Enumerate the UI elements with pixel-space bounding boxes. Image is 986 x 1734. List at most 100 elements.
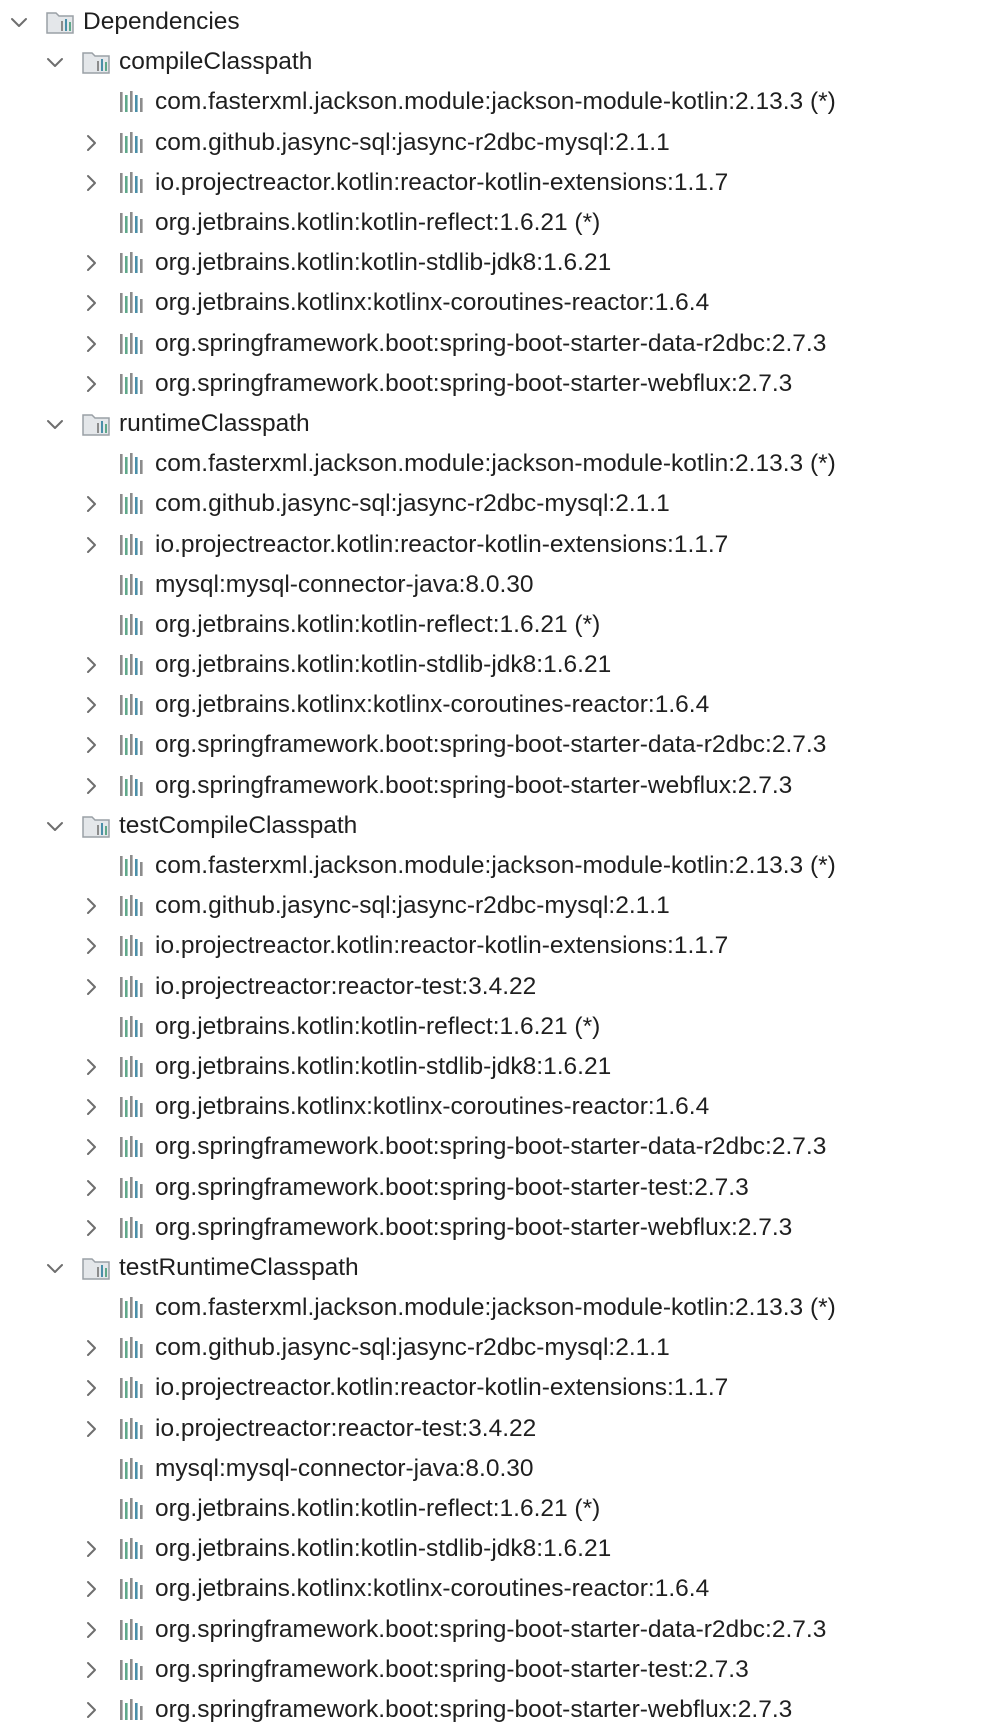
dependency-node-label: com.github.jasync-sql:jasync-r2dbc-mysql… <box>155 1334 670 1362</box>
chevron-right-icon[interactable] <box>80 1177 102 1199</box>
chevron-right-icon[interactable] <box>80 1096 102 1118</box>
dependency-node[interactable]: org.springframework.boot:spring-boot-sta… <box>0 1127 986 1167</box>
chevron-right-icon[interactable] <box>80 1619 102 1641</box>
configuration-node[interactable]: compileClasspath <box>0 42 986 82</box>
dependency-node[interactable]: mysql:mysql-connector-java:8.0.30 <box>0 565 986 605</box>
dependency-node[interactable]: com.github.jasync-sql:jasync-r2dbc-mysql… <box>0 123 986 163</box>
library-icon <box>118 692 146 718</box>
library-icon <box>118 652 146 678</box>
dependency-node[interactable]: io.projectreactor.kotlin:reactor-kotlin-… <box>0 524 986 564</box>
dependency-node-label: org.jetbrains.kotlin:kotlin-reflect:1.6.… <box>155 208 601 236</box>
dependency-node[interactable]: org.springframework.boot:spring-boot-sta… <box>0 1650 986 1690</box>
chevron-right-icon[interactable] <box>80 1217 102 1239</box>
library-icon <box>118 572 146 598</box>
dependency-node[interactable]: org.jetbrains.kotlinx:kotlinx-coroutines… <box>0 685 986 725</box>
dependency-node[interactable]: com.fasterxml.jackson.module:jackson-mod… <box>0 1288 986 1328</box>
library-icon <box>118 130 146 156</box>
chevron-right-icon[interactable] <box>80 895 102 917</box>
chevron-right-icon[interactable] <box>80 1418 102 1440</box>
chevron-right-icon[interactable] <box>80 1337 102 1359</box>
chevron-right-icon[interactable] <box>80 1136 102 1158</box>
configuration-node-label: testCompileClasspath <box>119 811 358 839</box>
dependency-node[interactable]: org.springframework.boot:spring-boot-sta… <box>0 1610 986 1650</box>
library-icon <box>118 1617 146 1643</box>
dependency-node-label: org.jetbrains.kotlin:kotlin-reflect:1.6.… <box>155 1494 601 1522</box>
chevron-right-icon[interactable] <box>80 1578 102 1600</box>
chevron-right-icon[interactable] <box>80 132 102 154</box>
dependency-node[interactable]: com.fasterxml.jackson.module:jackson-mod… <box>0 82 986 122</box>
library-icon <box>118 974 146 1000</box>
chevron-right-icon[interactable] <box>80 1538 102 1560</box>
dependency-node[interactable]: com.github.jasync-sql:jasync-r2dbc-mysql… <box>0 886 986 926</box>
dependency-node[interactable]: io.projectreactor:reactor-test:3.4.22 <box>0 1409 986 1449</box>
chevron-right-icon[interactable] <box>80 1377 102 1399</box>
dependency-node-label: org.jetbrains.kotlinx:kotlinx-coroutines… <box>155 691 710 719</box>
dependency-node[interactable]: com.fasterxml.jackson.module:jackson-mod… <box>0 444 986 484</box>
dependency-node[interactable]: mysql:mysql-connector-java:8.0.30 <box>0 1449 986 1489</box>
chevron-down-icon[interactable] <box>44 1257 66 1279</box>
dependency-node[interactable]: org.springframework.boot:spring-boot-sta… <box>0 324 986 364</box>
configuration-node[interactable]: testCompileClasspath <box>0 806 986 846</box>
dependency-node[interactable]: org.jetbrains.kotlin:kotlin-stdlib-jdk8:… <box>0 243 986 283</box>
chevron-right-icon[interactable] <box>80 373 102 395</box>
dependency-node[interactable]: com.fasterxml.jackson.module:jackson-mod… <box>0 846 986 886</box>
chevron-right-icon[interactable] <box>80 734 102 756</box>
chevron-right-icon[interactable] <box>80 172 102 194</box>
chevron-right-icon[interactable] <box>80 694 102 716</box>
dependency-node[interactable]: org.jetbrains.kotlin:kotlin-reflect:1.6.… <box>0 605 986 645</box>
chevron-right-icon[interactable] <box>80 534 102 556</box>
dependency-node[interactable]: org.springframework.boot:spring-boot-sta… <box>0 725 986 765</box>
dependency-node[interactable]: org.jetbrains.kotlin:kotlin-reflect:1.6.… <box>0 1489 986 1529</box>
dependency-node[interactable]: com.github.jasync-sql:jasync-r2dbc-mysql… <box>0 1328 986 1368</box>
library-icon <box>118 1657 146 1683</box>
chevron-right-icon[interactable] <box>80 1699 102 1721</box>
dependency-node[interactable]: org.jetbrains.kotlin:kotlin-stdlib-jdk8:… <box>0 1529 986 1569</box>
dependency-node-label: org.jetbrains.kotlinx:kotlinx-coroutines… <box>155 1092 710 1120</box>
chevron-down-icon[interactable] <box>44 413 66 435</box>
dependency-node[interactable]: org.springframework.boot:spring-boot-sta… <box>0 1167 986 1207</box>
dependency-node-label: com.github.jasync-sql:jasync-r2dbc-mysql… <box>155 891 670 919</box>
chevron-right-icon[interactable] <box>80 976 102 998</box>
dependency-node[interactable]: io.projectreactor:reactor-test:3.4.22 <box>0 967 986 1007</box>
chevron-down-icon[interactable] <box>44 815 66 837</box>
dependency-node[interactable]: org.jetbrains.kotlin:kotlin-reflect:1.6.… <box>0 203 986 243</box>
chevron-right-icon[interactable] <box>80 1056 102 1078</box>
chevron-down-icon[interactable] <box>44 51 66 73</box>
dependency-node[interactable]: org.jetbrains.kotlin:kotlin-stdlib-jdk8:… <box>0 1047 986 1087</box>
dependency-node[interactable]: org.jetbrains.kotlinx:kotlinx-coroutines… <box>0 1569 986 1609</box>
dependency-node[interactable]: org.jetbrains.kotlin:kotlin-reflect:1.6.… <box>0 1007 986 1047</box>
tree-root-dependencies[interactable]: Dependencies <box>0 2 986 42</box>
chevron-right-icon[interactable] <box>80 935 102 957</box>
chevron-right-icon[interactable] <box>80 654 102 676</box>
dependency-node[interactable]: org.jetbrains.kotlin:kotlin-stdlib-jdk8:… <box>0 645 986 685</box>
chevron-right-icon[interactable] <box>80 1659 102 1681</box>
dependency-node-label: com.github.jasync-sql:jasync-r2dbc-mysql… <box>155 128 670 156</box>
chevron-right-icon[interactable] <box>80 292 102 314</box>
dependency-node[interactable]: io.projectreactor.kotlin:reactor-kotlin-… <box>0 926 986 966</box>
chevron-right-icon[interactable] <box>80 252 102 274</box>
dependency-node[interactable]: org.springframework.boot:spring-boot-sta… <box>0 364 986 404</box>
configuration-node[interactable]: runtimeClasspath <box>0 404 986 444</box>
dependency-node[interactable]: io.projectreactor.kotlin:reactor-kotlin-… <box>0 1368 986 1408</box>
dependency-node[interactable]: com.github.jasync-sql:jasync-r2dbc-mysql… <box>0 484 986 524</box>
dependency-node-label: io.projectreactor.kotlin:reactor-kotlin-… <box>155 530 729 558</box>
chevron-right-icon[interactable] <box>80 493 102 515</box>
dependency-node[interactable]: org.jetbrains.kotlinx:kotlinx-coroutines… <box>0 1087 986 1127</box>
dependency-node[interactable]: org.springframework.boot:spring-boot-sta… <box>0 1208 986 1248</box>
library-icon <box>118 612 146 638</box>
chevron-down-icon[interactable] <box>8 11 30 33</box>
library-icon <box>118 1697 146 1723</box>
dependency-node-label: com.github.jasync-sql:jasync-r2dbc-mysql… <box>155 490 670 518</box>
dependency-node-label: org.springframework.boot:spring-boot-sta… <box>155 1695 793 1723</box>
chevron-right-icon[interactable] <box>80 333 102 355</box>
dependency-node[interactable]: org.jetbrains.kotlinx:kotlinx-coroutines… <box>0 283 986 323</box>
dependency-node-label: org.springframework.boot:spring-boot-sta… <box>155 731 827 759</box>
chevron-right-icon[interactable] <box>80 775 102 797</box>
dependency-node[interactable]: org.springframework.boot:spring-boot-sta… <box>0 1690 986 1730</box>
library-icon <box>118 1456 146 1482</box>
dependency-node[interactable]: io.projectreactor.kotlin:reactor-kotlin-… <box>0 163 986 203</box>
library-icon <box>118 1094 146 1120</box>
dependency-node[interactable]: org.springframework.boot:spring-boot-sta… <box>0 766 986 806</box>
configuration-node[interactable]: testRuntimeClasspath <box>0 1248 986 1288</box>
